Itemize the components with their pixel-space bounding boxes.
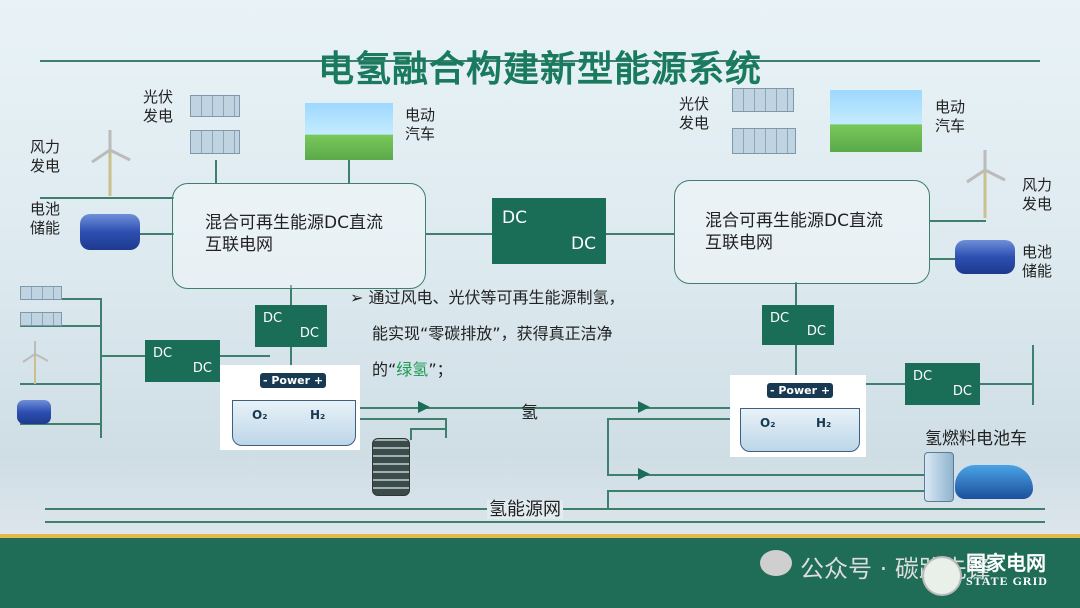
solar-label: 光伏发电 <box>679 95 710 132</box>
hydrogen-label: 氢 <box>521 403 538 423</box>
wind-turbine-icon <box>91 130 131 196</box>
electric-car-icon <box>830 90 922 152</box>
dc-grid-right <box>674 180 930 284</box>
hydrogen-pipe <box>607 490 927 492</box>
state-grid-logo-text: 国家电网 STATE GRID <box>966 551 1048 588</box>
hydrogen-pipe <box>410 428 445 430</box>
storage-label: 电池储能 <box>30 200 61 237</box>
solar-panel-icon <box>190 95 240 117</box>
solar-label: 光伏发电 <box>143 88 174 125</box>
connector <box>215 160 217 184</box>
footer-stripe <box>0 534 1080 539</box>
hydrogen-pipe <box>607 474 927 476</box>
o2-label: O₂ <box>760 416 776 430</box>
footer-bar <box>0 538 1080 608</box>
electrolysis-tank <box>232 400 356 446</box>
connector <box>606 233 674 235</box>
connector <box>290 285 292 305</box>
solar-panel-icon <box>20 286 62 300</box>
storage-label: 电池储能 <box>1022 243 1053 280</box>
wechat-icon <box>760 550 792 576</box>
arrow-right-icon <box>418 401 430 413</box>
hydrogen-network-label: 氢能源网 <box>487 499 563 520</box>
battery-icon <box>80 214 140 250</box>
ev-label: 电动汽车 <box>935 98 966 135</box>
power-supply-label: - Power + <box>260 373 326 388</box>
h2-label: H₂ <box>816 416 832 430</box>
wind-turbine-icon <box>966 150 1006 218</box>
page-title: 电氢融合构建新型能源系统 <box>317 49 762 90</box>
connector <box>220 355 270 357</box>
title-rule <box>40 60 1040 62</box>
h2-label: H₂ <box>310 408 326 422</box>
solar-panel-icon <box>20 312 62 326</box>
solar-panel-icon <box>732 88 794 112</box>
wind-turbine-icon <box>22 341 49 384</box>
electric-car-icon <box>305 103 393 160</box>
connector <box>980 383 1032 385</box>
hydrogen-pipe <box>607 490 609 508</box>
hydrogen-pipe <box>607 418 609 474</box>
o2-label: O₂ <box>252 408 268 422</box>
solar-panel-icon <box>732 128 796 154</box>
connector <box>1032 345 1034 405</box>
bullet-marker: ➢ <box>350 288 364 307</box>
hydrogen-tank-icon <box>372 438 410 496</box>
hydrogen-station-icon <box>924 452 954 502</box>
hydrogen-pipe <box>356 418 446 420</box>
battery-icon <box>955 240 1015 274</box>
hydrogen-network-line <box>45 521 1045 523</box>
hydrogen-pipe <box>356 407 646 409</box>
arrow-right-icon <box>638 468 650 480</box>
connector <box>140 233 174 235</box>
connector <box>20 423 100 425</box>
connector <box>100 298 102 438</box>
bullet-text: ➢ 通过风电、光伏等可再生能源制氢， 能实现“零碳排放”，获得真正洁净 的“绿氢… <box>350 288 625 379</box>
solar-panel-icon <box>190 130 240 154</box>
connector <box>40 197 174 199</box>
battery-icon <box>17 400 51 424</box>
dc-grid-left <box>172 183 426 289</box>
power-supply-label: - Power + <box>767 383 833 398</box>
connector <box>795 282 797 305</box>
arrow-right-icon <box>638 401 650 413</box>
hydrogen-pipe <box>646 407 736 409</box>
connector <box>930 220 986 222</box>
dc-grid-left-label: 混合可再生能源DC直流互联电网 <box>205 213 383 255</box>
connector <box>795 345 797 381</box>
fuel-cell-car-icon <box>955 465 1033 499</box>
connector <box>20 383 100 385</box>
connector <box>348 160 350 184</box>
wind-label: 风力发电 <box>30 138 61 175</box>
watermark-text: 公众号 · 碳路先锋 <box>800 555 991 583</box>
state-grid-logo-icon <box>922 556 962 596</box>
ev-label: 电动汽车 <box>405 106 436 143</box>
green-hydrogen: 绿氢 <box>396 360 429 379</box>
hydrogen-pipe <box>410 428 412 440</box>
dc-grid-right-label: 混合可再生能源DC直流互联电网 <box>705 211 883 253</box>
hydrogen-pipe <box>607 418 737 420</box>
connector <box>930 258 958 260</box>
connector <box>290 347 292 374</box>
connector <box>425 233 493 235</box>
connector <box>100 355 145 357</box>
electrolysis-tank <box>740 408 860 452</box>
hydrogen-pipe <box>445 418 447 438</box>
connector <box>865 383 905 385</box>
fuel-cell-car-label: 氢燃料电池车 <box>925 429 1027 449</box>
wind-label: 风力发电 <box>1022 176 1053 213</box>
